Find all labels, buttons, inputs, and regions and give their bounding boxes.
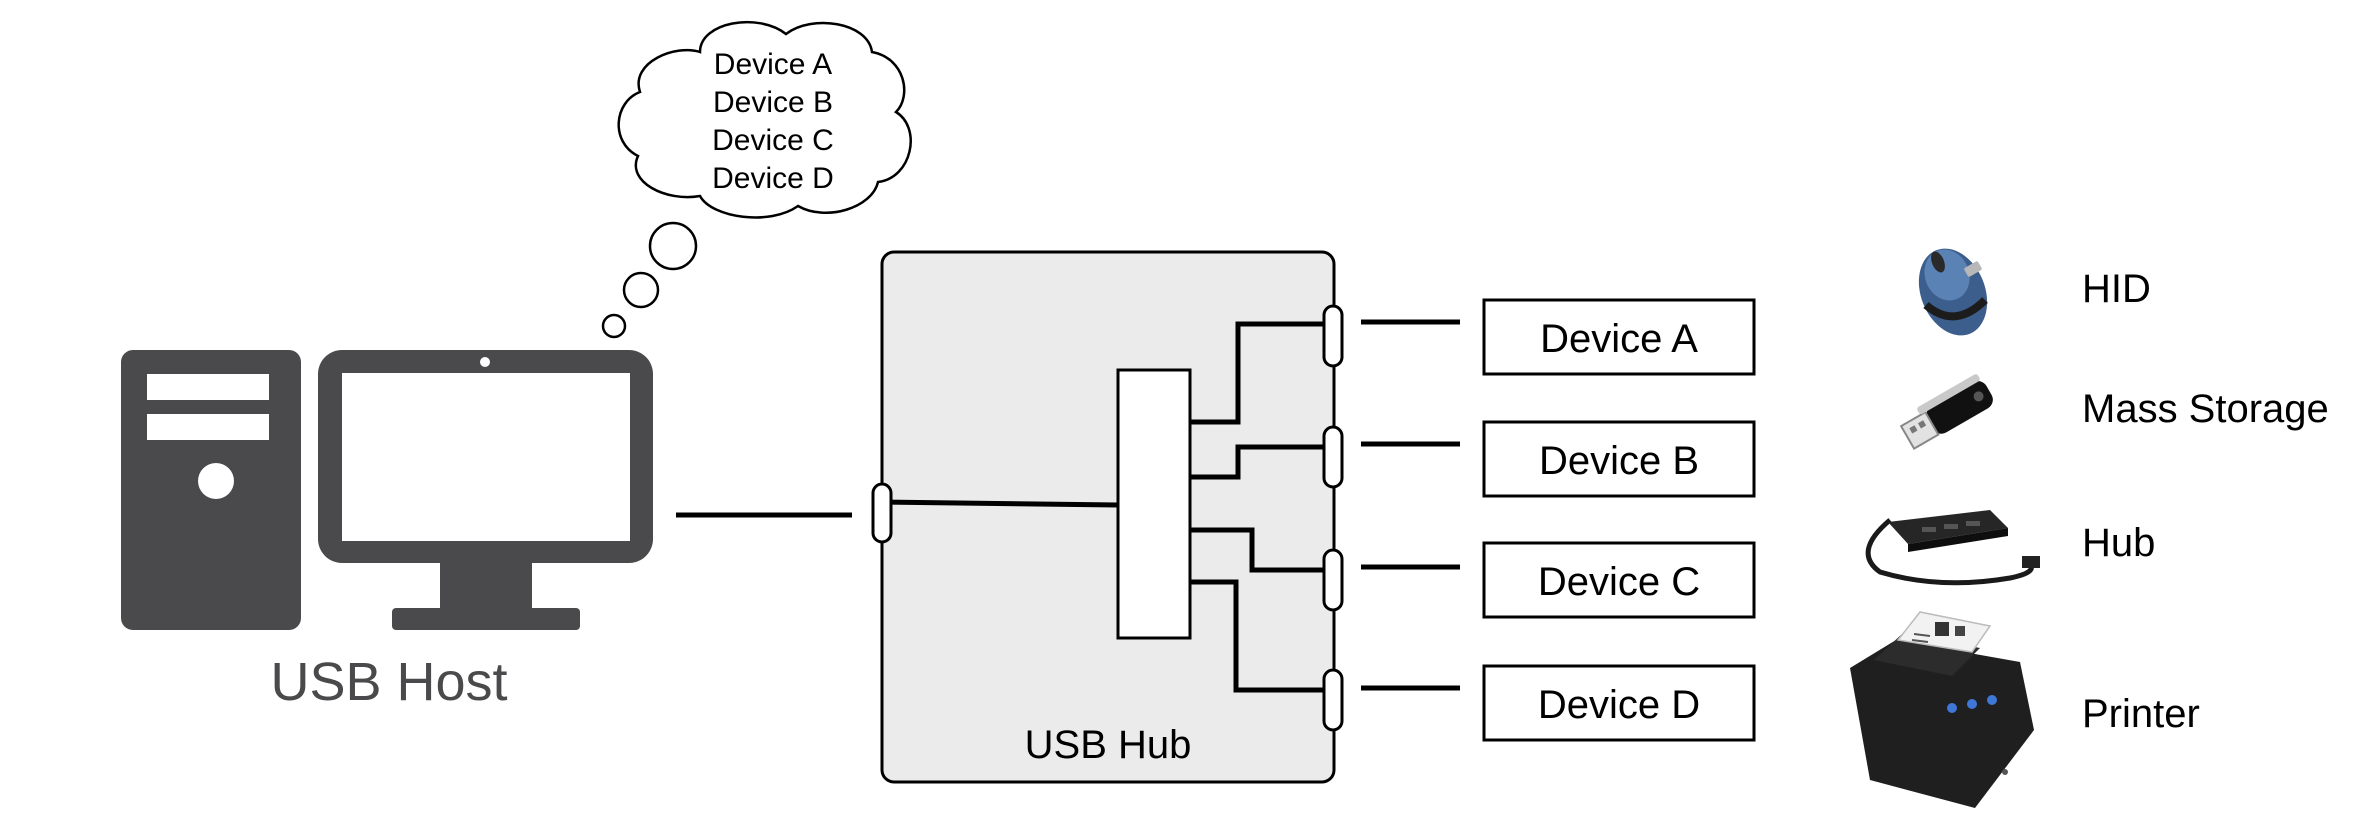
hub-enclosure — [880, 250, 1336, 784]
monitor-screen — [342, 373, 630, 541]
hub-wire-c — [1190, 527, 1330, 573]
device-label-b: Device B — [1539, 439, 1699, 483]
device-label-d: Device D — [1538, 683, 1700, 727]
hub-wire-d — [1190, 579, 1330, 693]
usb-hub-box — [871, 250, 1344, 784]
upstream-port — [871, 482, 893, 544]
thought-line: Device A — [714, 48, 832, 81]
thought-line: Device D — [712, 162, 834, 195]
thought-dot — [601, 313, 627, 339]
device-box-c: Device C — [1482, 541, 1756, 619]
webcam — [478, 355, 492, 369]
downstream-port-a — [1322, 304, 1344, 368]
thought-bubble: Device A Device B Device C Device D — [601, 20, 912, 339]
usb-hub-label: USB Hub — [1025, 723, 1192, 767]
thought-dot — [622, 271, 660, 309]
hub-wire-upstream — [883, 499, 1119, 508]
downstream-port-b — [1322, 425, 1344, 489]
usb-flash-drive-icon — [1899, 374, 1993, 450]
usb-host-label: USB Host — [270, 652, 507, 712]
device-box-a: Device A — [1482, 298, 1756, 376]
monitor-neck — [440, 563, 532, 611]
monitor-stand — [392, 608, 580, 630]
usb-hub-icon — [1865, 510, 2040, 586]
legend-label-mass-storage: Mass Storage — [2082, 387, 2329, 431]
drive-bay — [147, 414, 269, 440]
thought-line: Device B — [713, 86, 833, 119]
legend-label-hid: HID — [2082, 267, 2151, 311]
thought-cloud — [617, 20, 912, 219]
device-box-d: Device D — [1482, 664, 1756, 742]
downstream-port-c — [1322, 548, 1344, 612]
thought-dot — [648, 221, 698, 271]
drive-bay — [147, 374, 269, 400]
device-label-a: Device A — [1540, 317, 1698, 361]
hub-wire-b — [1190, 444, 1330, 480]
power-button — [198, 463, 234, 499]
mouse-icon — [1918, 248, 1988, 336]
legend-label-printer: Printer — [2082, 692, 2200, 736]
computer-icon — [121, 350, 653, 630]
hub-controller-chip — [1116, 368, 1192, 640]
legend-label-hub: Hub — [2082, 521, 2155, 565]
device-box-b: Device B — [1482, 420, 1756, 498]
device-label-c: Device C — [1538, 560, 1700, 604]
downstream-port-d — [1322, 668, 1344, 732]
thought-line: Device C — [712, 124, 834, 157]
hub-wire-a — [1190, 321, 1330, 425]
receipt-printer-icon — [1850, 611, 2034, 808]
